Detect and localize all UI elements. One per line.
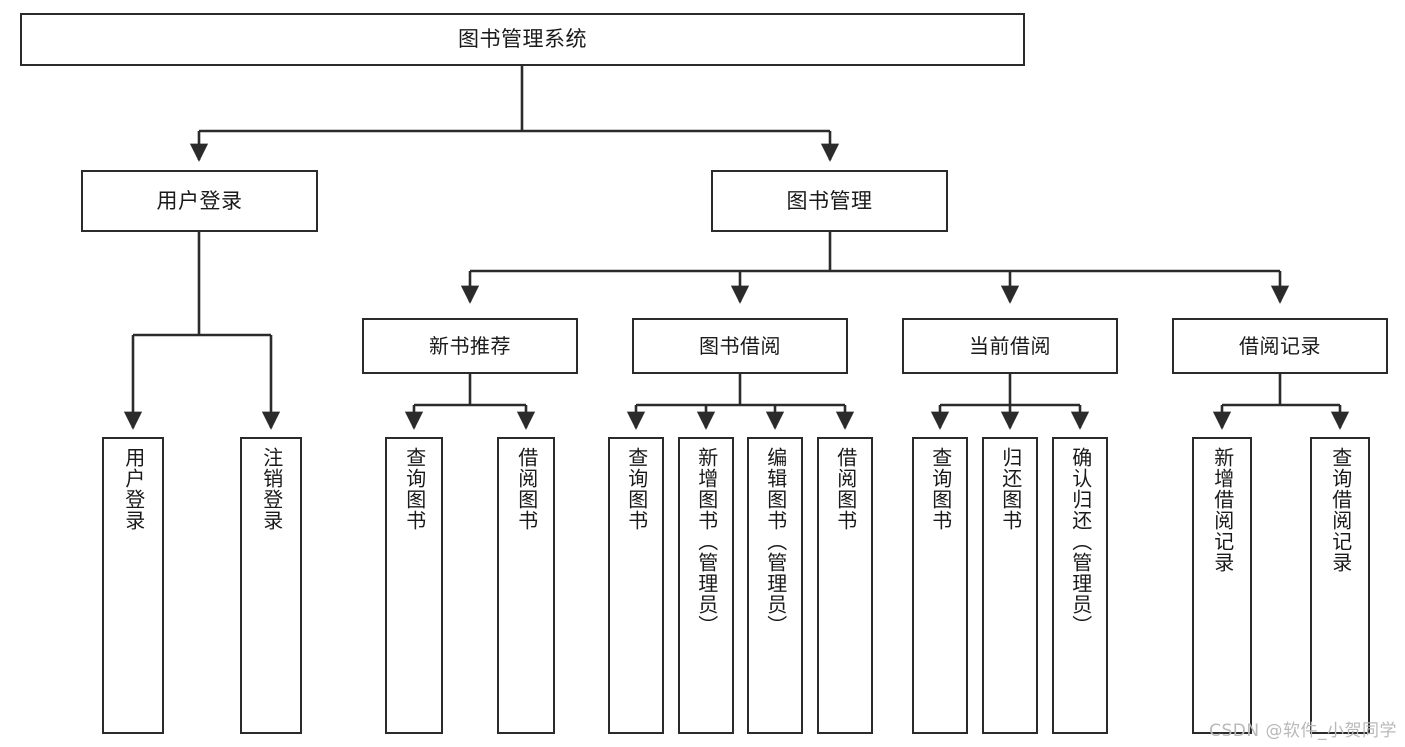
node-leaf-logout-login-label: 注销登录 bbox=[259, 447, 284, 531]
node-leaf-add-book-label: 新增图书（管理员） bbox=[694, 447, 719, 636]
node-leaf-return-book-label: 归还图书 bbox=[998, 447, 1023, 531]
node-leaf-borrow-book-1-label: 借阅图书 bbox=[514, 447, 539, 531]
node-leaf-user-login-label: 用户登录 bbox=[121, 447, 146, 531]
node-leaf-borrow-book-2-label: 借阅图书 bbox=[833, 447, 858, 531]
node-book-borrow[interactable]: 图书借阅 bbox=[632, 318, 848, 374]
node-current-borrow-label: 当前借阅 bbox=[969, 333, 1051, 358]
node-leaf-edit-book[interactable]: 编辑图书（管理员） bbox=[747, 437, 803, 734]
node-current-borrow[interactable]: 当前借阅 bbox=[902, 318, 1118, 374]
node-leaf-add-book[interactable]: 新增图书（管理员） bbox=[678, 437, 734, 734]
node-leaf-query-record[interactable]: 查询借阅记录 bbox=[1310, 437, 1370, 734]
node-leaf-edit-book-label: 编辑图书（管理员） bbox=[763, 447, 788, 636]
node-book-manage-label: 图书管理 bbox=[786, 188, 873, 213]
node-leaf-query-book-1[interactable]: 查询图书 bbox=[385, 437, 443, 734]
node-leaf-query-record-label: 查询借阅记录 bbox=[1328, 447, 1353, 573]
node-new-book-recommend-label: 新书推荐 bbox=[429, 333, 511, 358]
node-leaf-confirm-return-label: 确认归还（管理员） bbox=[1068, 447, 1093, 636]
node-book-manage[interactable]: 图书管理 bbox=[711, 170, 948, 232]
node-leaf-query-book-3-label: 查询图书 bbox=[928, 447, 953, 531]
node-leaf-confirm-return[interactable]: 确认归还（管理员） bbox=[1052, 437, 1108, 734]
node-leaf-query-book-2-label: 查询图书 bbox=[624, 447, 649, 531]
node-leaf-return-book[interactable]: 归还图书 bbox=[982, 437, 1038, 734]
node-new-book-recommend[interactable]: 新书推荐 bbox=[362, 318, 578, 374]
node-book-borrow-label: 图书借阅 bbox=[699, 333, 781, 358]
node-root-label: 图书管理系统 bbox=[458, 27, 587, 52]
node-leaf-add-record-label: 新增借阅记录 bbox=[1210, 447, 1235, 573]
node-leaf-query-book-2[interactable]: 查询图书 bbox=[608, 437, 664, 734]
node-borrow-record[interactable]: 借阅记录 bbox=[1172, 318, 1388, 374]
node-borrow-record-label: 借阅记录 bbox=[1239, 333, 1321, 358]
node-leaf-logout-login[interactable]: 注销登录 bbox=[240, 437, 302, 734]
node-leaf-add-record[interactable]: 新增借阅记录 bbox=[1192, 437, 1252, 734]
node-leaf-borrow-book-1[interactable]: 借阅图书 bbox=[497, 437, 555, 734]
node-leaf-query-book-1-label: 查询图书 bbox=[402, 447, 427, 531]
node-user-login[interactable]: 用户登录 bbox=[81, 170, 318, 232]
node-leaf-borrow-book-2[interactable]: 借阅图书 bbox=[817, 437, 873, 734]
node-leaf-query-book-3[interactable]: 查询图书 bbox=[912, 437, 968, 734]
node-leaf-user-login[interactable]: 用户登录 bbox=[102, 437, 164, 734]
node-root-system[interactable]: 图书管理系统 bbox=[20, 13, 1025, 66]
node-user-login-label: 用户登录 bbox=[156, 188, 243, 213]
